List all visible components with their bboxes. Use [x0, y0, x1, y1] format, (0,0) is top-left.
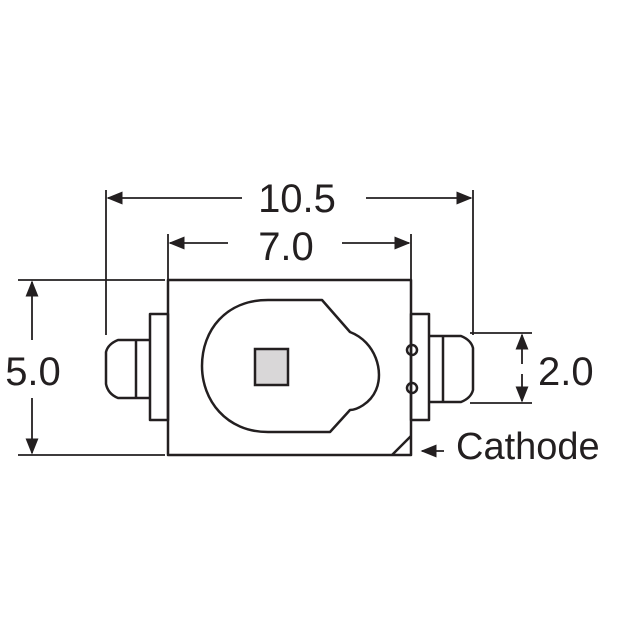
lens-outline: [200, 298, 381, 434]
body-width-dimension: 7.0: [167, 225, 412, 280]
right-terminal: [405, 312, 475, 422]
lead-height-label: 2.0: [538, 350, 594, 394]
left-terminal: [104, 312, 170, 422]
led-chip: [253, 347, 290, 387]
package-body: [166, 278, 413, 457]
lead-height-dimension: 2.0: [470, 332, 594, 404]
body-width-label: 7.0: [258, 225, 314, 269]
cathode-label: Cathode: [456, 426, 600, 468]
overall-width-dimension: 10.5: [105, 177, 474, 335]
cathode-callout: Cathode: [420, 426, 600, 468]
cathode-notch: [391, 435, 412, 456]
height-dimension: 5.0: [5, 279, 165, 456]
height-label: 5.0: [5, 350, 61, 394]
overall-width-label: 10.5: [258, 177, 336, 221]
